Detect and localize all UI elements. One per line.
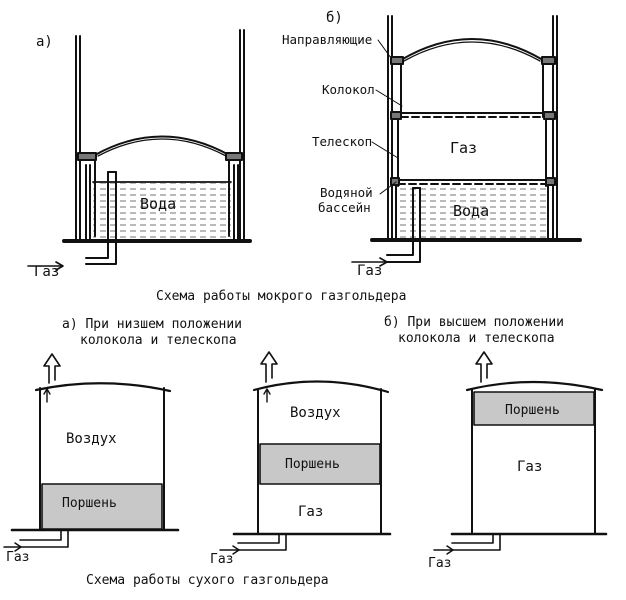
wet-caption: Схема работы мокрого газгольдера xyxy=(156,289,406,304)
wet-gasholder-a xyxy=(62,29,252,265)
dry-gasholder-1 xyxy=(10,353,180,548)
guide-bracket-left-a xyxy=(77,152,97,161)
gas-inlet-label-dry-2: Газ xyxy=(210,552,233,567)
water-label-a: Вода xyxy=(140,195,176,213)
water-pool-label-line2: бассейн xyxy=(318,200,371,215)
piston-label-2: Поршень xyxy=(285,457,340,472)
piston-2 xyxy=(259,443,381,485)
gas-inlet-label-a: Газ xyxy=(34,264,59,280)
gas-pipe-dry-1 xyxy=(19,529,62,541)
air-label-2: Воздух xyxy=(290,405,341,421)
piston-label-1: Поршень xyxy=(62,496,117,511)
gas-label-2: Газ xyxy=(298,504,323,520)
guides-label: Направляющие xyxy=(282,32,372,47)
inlet-arrow-b xyxy=(351,257,388,267)
gas-label-b: Газ xyxy=(450,139,477,157)
bell-dome-a xyxy=(94,135,230,156)
piston-label-3: Поршень xyxy=(505,403,560,418)
dry-low-heading-line1: а) При низшем положении xyxy=(62,317,242,332)
gas-inlet-label-dry-1: Газ xyxy=(6,550,29,565)
bell-dome-b xyxy=(400,38,544,61)
dry-caption: Схема работы сухого газгольдера xyxy=(86,573,329,588)
gas-pipe-a xyxy=(85,171,109,259)
dry-gasholder-2 xyxy=(232,351,392,551)
inlet-arrow-dry-1 xyxy=(3,542,22,552)
gas-pipe-b xyxy=(386,187,414,256)
gas-inlet-label-dry-3: Газ xyxy=(428,556,451,571)
dry-gasholder-3 xyxy=(450,351,608,551)
water-label-b: Вода xyxy=(453,202,489,220)
guide-bracket-right-a xyxy=(225,152,243,161)
piston-1 xyxy=(41,483,163,530)
dry-high-heading-line2: колокола и телескопа xyxy=(398,331,555,346)
small-arrow-1 xyxy=(43,388,51,403)
piston-3 xyxy=(473,391,595,426)
air-label-1: Воздух xyxy=(66,431,117,447)
inlet-arrow-a xyxy=(27,261,64,271)
gas-inlet-label-b: Газ xyxy=(357,263,382,279)
water-pool-label-line1: Водяной xyxy=(320,185,373,200)
inlet-arrow-dry-3 xyxy=(433,545,454,555)
vent-2 xyxy=(260,351,278,383)
dry-low-heading-line2: колокола и телескопа xyxy=(80,333,237,348)
inlet-arrow-dry-2 xyxy=(219,545,240,555)
gas-label-3: Газ xyxy=(517,459,542,475)
gas-pipe-dry-2 xyxy=(237,533,280,544)
dry-high-heading-line1: б) При высшем положении xyxy=(384,315,564,330)
variant-label-b-wet: б) xyxy=(326,10,343,26)
vent-1 xyxy=(43,353,61,384)
water-fill-b xyxy=(396,188,548,238)
bell-label: Колокол xyxy=(322,82,375,97)
variant-label-a-wet: а) xyxy=(36,34,53,50)
guide-bracket-top-left-b xyxy=(390,56,404,65)
vent-3 xyxy=(475,351,493,383)
leader-lines xyxy=(371,39,403,195)
telescope-label: Телескоп xyxy=(312,134,372,149)
gas-pipe-dry-3 xyxy=(451,533,494,544)
small-arrow-2 xyxy=(263,388,271,403)
